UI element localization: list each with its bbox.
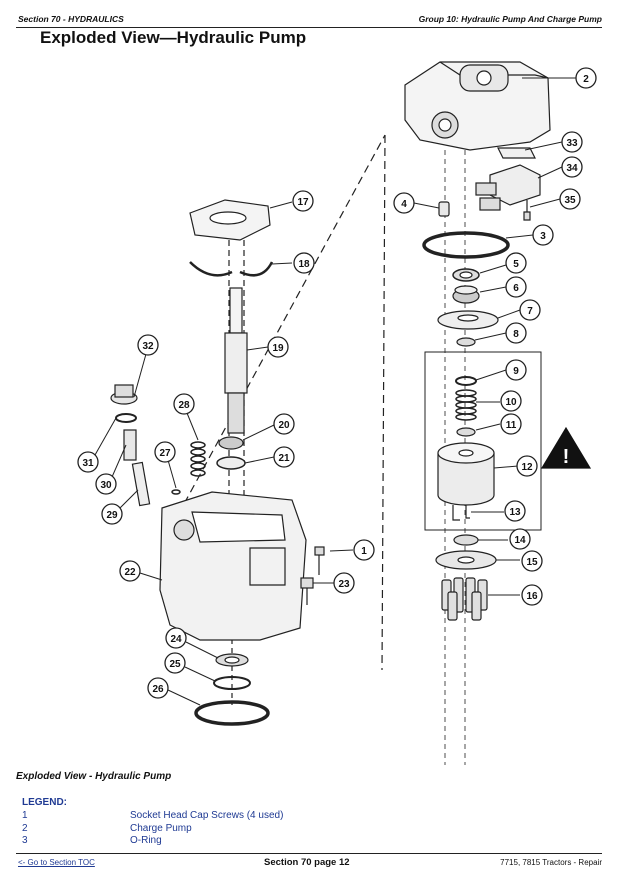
callout-12: 12 (521, 462, 533, 473)
page-footer: <- Go to Section TOC Section 70 page 12 … (16, 857, 602, 871)
header-rule (16, 27, 602, 28)
callout-8: 8 (513, 329, 519, 340)
callout-24: 24 (170, 634, 182, 645)
bearing-6 (452, 285, 480, 304)
washer-11 (456, 427, 476, 437)
bearing-20 (218, 436, 244, 450)
callout-4: 4 (401, 199, 407, 210)
warning-mark: ! (563, 446, 570, 468)
page-number: Section 70 page 12 (264, 857, 350, 868)
ball-guide-14 (453, 534, 479, 546)
swash-plate-7 (437, 310, 499, 330)
legend-desc: O-Ring (130, 835, 162, 846)
pin-4 (438, 201, 450, 217)
snap-ring-25 (213, 676, 251, 690)
callout-21: 21 (278, 453, 290, 464)
callout-13: 13 (509, 507, 521, 518)
o-ring-31 (115, 413, 137, 423)
callout-1: 1 (361, 546, 367, 557)
spring-30 (123, 429, 137, 461)
shaft-seal-24 (215, 653, 249, 667)
callout-17: 17 (297, 197, 309, 208)
callout-9: 9 (513, 366, 519, 377)
group-label: Group 10: Hydraulic Pump And Charge Pump (418, 14, 602, 24)
callout-31: 31 (82, 458, 94, 469)
callout-25: 25 (169, 659, 181, 670)
callout-11: 11 (506, 420, 517, 431)
callout-23: 23 (338, 579, 350, 590)
callout-18: 18 (298, 259, 310, 270)
bushings-18 (189, 261, 274, 277)
legend-row: 3 O-Ring (22, 835, 162, 848)
cylinder-block-box (424, 351, 542, 531)
snap-ring-9 (455, 376, 477, 386)
legend-desc: Charge Pump (130, 822, 192, 834)
figure-caption: Exploded View - Hydraulic Pump (16, 771, 172, 782)
legend: LEGEND: 1 Socket Head Cap Screws (4 used… (22, 797, 283, 848)
callout-3: 3 (540, 231, 546, 242)
callout-27: 27 (159, 448, 171, 459)
callout-20: 20 (278, 420, 290, 431)
callout-30: 30 (100, 480, 112, 491)
callout-6: 6 (513, 283, 519, 294)
o-ring-3 (422, 231, 510, 259)
page-title: Exploded View—Hydraulic Pump (40, 28, 307, 47)
drive-shaft-19 (224, 287, 248, 434)
callout-5: 5 (513, 259, 519, 270)
callout-35: 35 (564, 195, 576, 206)
legend-row: 1 Socket Head Cap Screws (4 used) (22, 810, 283, 823)
warning-triangle (540, 426, 592, 469)
legend-num: 2 (22, 822, 28, 834)
callout-34: 34 (566, 163, 578, 174)
spring-28 (190, 441, 206, 477)
callout-29: 29 (106, 510, 118, 521)
page-header: Section 70 - HYDRAULICS Group 10: Hydrau… (16, 14, 602, 28)
callout-10: 10 (505, 397, 517, 408)
spring-10 (455, 389, 477, 421)
legend-row: 2 Charge Pump (22, 822, 192, 836)
pins-13 (452, 505, 470, 521)
bearing-cup-21 (216, 456, 246, 470)
callout-28: 28 (178, 400, 190, 411)
retainer-plate-15 (435, 550, 497, 570)
swashplate-cradle-17 (189, 199, 271, 241)
callout-7: 7 (527, 306, 533, 317)
callout-32: 32 (142, 341, 154, 352)
piston-29 (131, 461, 151, 507)
callout-2: 2 (583, 74, 589, 85)
section-toc-link[interactable]: <- Go to Section TOC (18, 858, 95, 867)
section-label: Section 70 - HYDRAULICS (18, 14, 124, 24)
washer-8 (456, 337, 476, 347)
legend-num: 3 (22, 835, 28, 846)
callout-26: 26 (152, 684, 164, 695)
exploded-view-diagram: 2 33 34 35 4 3 5 6 7 8 9 10 11 12 13 14 … (77, 61, 597, 765)
callout-19: 19 (272, 343, 284, 354)
o-ring-26 (194, 700, 270, 726)
callout-15: 15 (526, 557, 538, 568)
callout-14: 14 (514, 535, 526, 546)
o-ring-27 (171, 489, 181, 495)
legend-title: LEGEND: (22, 797, 67, 808)
pistons-16 (441, 577, 488, 621)
footer-rule (16, 853, 602, 854)
legend-num: 1 (22, 810, 28, 821)
solenoid-valve (475, 147, 541, 221)
charge-pump (404, 61, 551, 151)
legend-desc: Socket Head Cap Screws (4 used) (130, 810, 284, 821)
cylinder-block-12 (437, 442, 495, 506)
callout-22: 22 (124, 567, 136, 578)
callout-33: 33 (566, 138, 578, 149)
plug-32 (110, 384, 138, 405)
cap-screw-1 (314, 546, 325, 575)
callout-16: 16 (526, 591, 538, 602)
product-label: 7715, 7815 Tractors - Repair (500, 858, 602, 867)
pump-housing-22 (159, 491, 307, 641)
